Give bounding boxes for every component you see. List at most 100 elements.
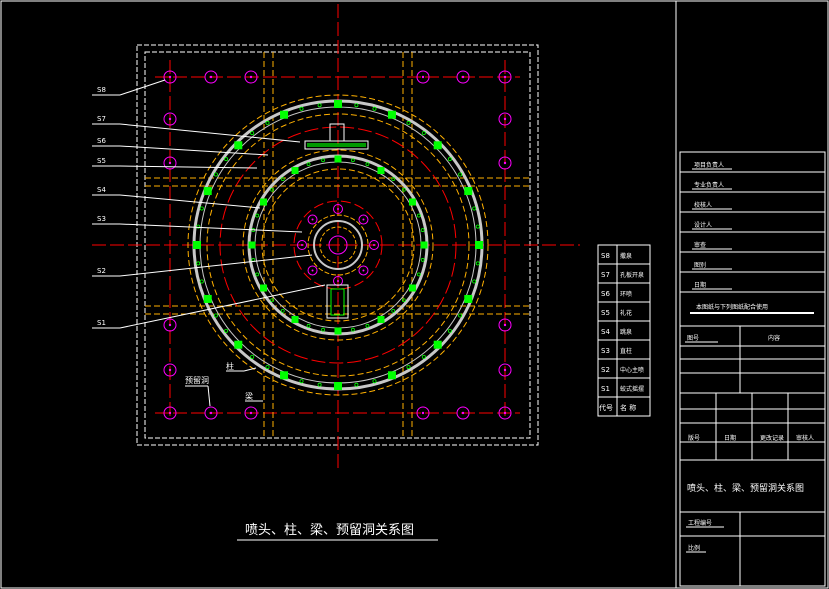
nozzle-small [466,296,471,301]
nozzle-outer [334,382,342,390]
nozzle-small [336,329,340,333]
nozzle-small [199,206,204,211]
tb-project-no: 工程编号 [688,519,712,527]
column-center [461,411,465,415]
legend-name: 跳泉 [620,328,632,336]
legend-code: S6 [601,290,610,298]
callout-leader [119,254,313,277]
nozzle-small [205,189,210,194]
nozzle-small [475,261,480,266]
nozzle-small [317,382,322,387]
center-nozzle-dot [301,244,303,246]
nozzle-small [406,120,411,125]
legend-name: 孔板开泉 [620,271,644,279]
nozzle-small [213,313,218,318]
column-center [461,75,465,79]
nozzle-small [401,298,406,303]
pool-ring [242,149,434,341]
pool-ring [293,200,383,290]
nozzle-small [365,162,370,167]
column [416,70,430,84]
nozzle-small [282,373,287,378]
callout-leader [119,223,303,233]
nozzle-small [458,313,463,318]
nozzle-small [420,258,425,262]
callout-leader [119,194,261,209]
nozzle-small [270,187,275,192]
nozzle-small [476,242,481,247]
nozzle-outer [280,371,289,380]
center-nozzle [333,204,343,214]
columns [163,70,512,420]
tb-col-neirong: 内容 [768,334,780,342]
nozzle-inner [334,327,342,335]
nozzle-small [213,172,218,177]
center-nozzle-dot [311,269,314,272]
center-nozzle [358,265,369,276]
legend-code: S1 [601,385,610,393]
column-center [168,75,172,79]
legend-code: S2 [601,366,610,374]
center-nozzle [307,214,318,225]
tb-label: 设计人 [694,221,712,229]
callout-leader [119,165,258,169]
nozzle-small [280,308,285,313]
nozzle-small [391,177,396,182]
callout-s8: S8 [97,86,106,94]
column-center [168,368,172,372]
nozzle-outer [334,100,342,108]
tb-label: 校核人 [694,201,712,209]
column-center [503,368,507,372]
nozzle-small [282,112,287,117]
nozzle-small [293,317,297,322]
reserved-hole-label: 预留洞 [185,375,209,385]
nozzle-small [472,279,477,284]
nozzle-small [354,382,359,387]
nozzle-outer [475,241,483,249]
nozzle-small [321,158,325,163]
nozzle-inner [248,241,256,249]
tb-scale: 比例 [688,544,700,552]
title-block-frame [679,151,826,587]
center-nozzle-dot [337,208,339,210]
nozzle-small [458,172,463,177]
column-center [168,161,172,165]
callout-leader [119,145,269,156]
column [204,406,218,420]
nozzle-small [416,272,421,277]
center-nozzle [369,240,379,250]
center-nozzle-dot [362,269,365,272]
nozzle-inner [260,198,268,206]
center-nozzle-dot [373,244,375,246]
title-block: 项目负责人专业负责人校核人设计人审查图别日期本图纸与下列图纸配合使用图号内容版号… [679,151,826,587]
nozzle-inner [291,167,299,175]
legend-code: S8 [601,252,610,260]
pool-ring [261,168,415,322]
tb-col-tuhao: 图号 [687,335,699,342]
nozzle-small [475,224,480,229]
nozzle-small [389,112,394,117]
pool-ring [187,94,489,396]
tb-label: 图别 [694,261,706,269]
nozzle-small [224,328,229,333]
nozzle-small [336,157,340,161]
callout-s6: S6 [97,137,106,145]
nozzle-outer [433,340,442,349]
nozzle-small [351,158,355,163]
swing-nozzle [330,288,345,316]
nozzle-small [372,379,377,384]
column [204,70,218,84]
nozzle-small [250,131,255,136]
column-center [503,411,507,415]
nozzle-small [447,328,452,333]
nozzle-small [379,168,383,173]
callout-s1: S1 [97,319,106,327]
pool-ring [328,235,348,255]
column [498,70,512,84]
nozzle-small [265,365,270,370]
nozzle-small [410,200,415,204]
column-center [503,75,507,79]
nozzle-small [299,106,304,111]
nozzle-small [261,286,266,290]
